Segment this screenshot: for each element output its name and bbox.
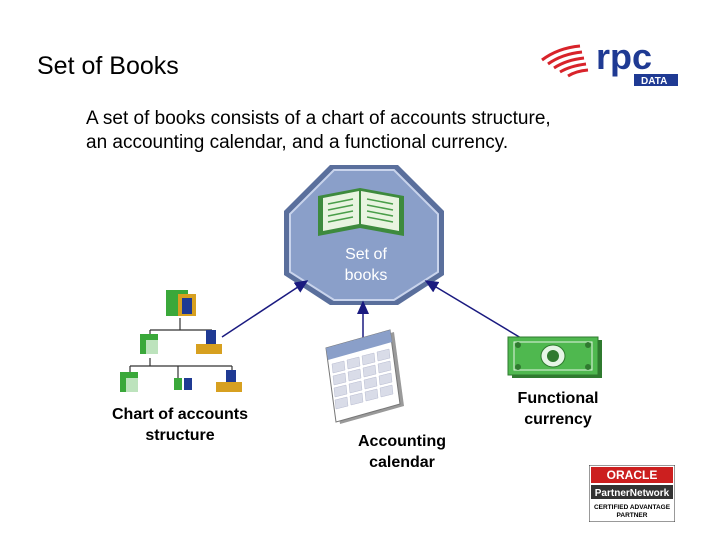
swoosh-icon <box>541 44 589 78</box>
calendar-icon <box>325 329 404 424</box>
coa-label-line-1: Chart of accounts <box>112 406 248 423</box>
org-box-mid-left <box>140 334 158 354</box>
oracle-role: PARTNER <box>617 512 648 519</box>
description: A set of books consists of a chart of ac… <box>86 107 686 155</box>
calendar-grid <box>331 348 394 410</box>
rpc-data-logo: rpc DATA <box>541 36 678 87</box>
oracle-brand: ORACLE <box>607 468 658 482</box>
hierarchy-icon <box>120 290 242 392</box>
currency-label-line-1: Functional <box>518 390 599 407</box>
logo-data-badge <box>634 74 678 86</box>
description-line-2: an accounting calendar, and a functional… <box>86 132 509 153</box>
connector-arrows <box>221 280 522 340</box>
org-box-mid-right <box>196 330 222 354</box>
oracle-tier: CERTIFIED ADVANTAGE <box>594 504 671 511</box>
currency-label-line-2: currency <box>524 411 592 428</box>
org-box-bottom-left <box>120 372 138 392</box>
money-bill-icon <box>507 336 602 378</box>
logo-subtext: DATA <box>641 76 667 87</box>
arrow-coa <box>221 280 309 338</box>
set-of-books-node: Set of books <box>284 165 444 305</box>
oracle-partner-badge: ORACLE PartnerNetwork CERTIFIED ADVANTAG… <box>589 465 675 522</box>
page-title: Set of Books <box>37 52 179 80</box>
open-book-icon <box>318 188 404 236</box>
org-box-top <box>166 290 196 316</box>
description-line-1: A set of books consists of a chart of ac… <box>86 108 551 129</box>
logo-text: rpc <box>596 36 652 77</box>
center-label-line-2: books <box>345 267 388 284</box>
org-box-bottom-mid <box>174 378 192 390</box>
center-label-line-1: Set of <box>345 246 387 263</box>
arrow-currency <box>424 280 522 339</box>
oracle-network: PartnerNetwork <box>595 488 670 499</box>
org-box-bottom-right <box>216 370 242 392</box>
coa-label-line-2: structure <box>145 427 214 444</box>
calendar-label-line-1: Accounting <box>358 433 446 450</box>
calendar-label-line-2: calendar <box>369 454 435 471</box>
